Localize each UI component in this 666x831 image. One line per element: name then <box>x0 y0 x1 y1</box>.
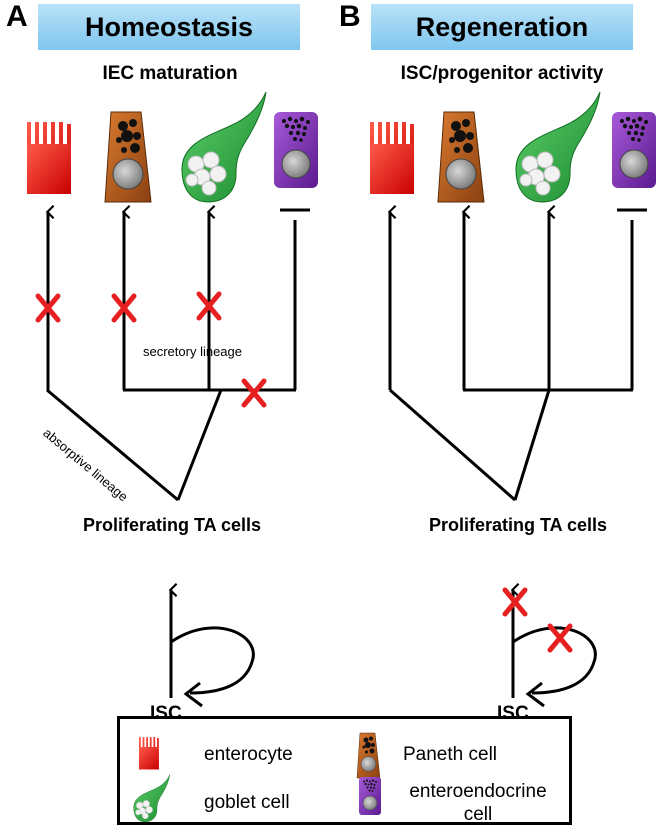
panel-b-ta-label: Proliferating TA cells <box>428 515 608 535</box>
goblet-cell-icon <box>181 91 267 203</box>
paneth-cell-icon <box>104 111 152 203</box>
self-renewal-arrowhead <box>183 681 203 708</box>
panel-b-lineage-tree <box>390 210 647 708</box>
panel-b-title: Regeneration <box>415 11 589 42</box>
block-x-secretory <box>244 381 264 405</box>
goblet-cell-icon <box>515 91 601 203</box>
block-x-isc-differentiation <box>505 590 525 614</box>
panel-b-letter: B <box>339 0 361 33</box>
legend-goblet-label: goblet cell <box>204 792 290 813</box>
panel-a-subtitle: IEC maturation <box>102 63 238 84</box>
paneth-cell-icon <box>437 111 485 203</box>
legend <box>117 716 572 825</box>
legend-enterocyte-label: enterocyte <box>204 744 293 765</box>
self-renewal-curve <box>170 626 255 695</box>
enteroendocrine-cell-icon <box>273 111 319 189</box>
block-x-self-renewal <box>550 626 570 650</box>
panel-a-ta-label: Proliferating TA cells <box>82 515 262 535</box>
panel-b-subtitle: ISC/progenitor activity <box>400 63 604 84</box>
absorptive-branch <box>46 388 179 502</box>
legend-enteroendocrine-label: enteroendocrine cell <box>409 781 547 825</box>
panel-a-lineage-tree <box>46 210 310 708</box>
panel-a-title: Homeostasis <box>84 11 254 42</box>
panel-a-banner: Homeostasis <box>38 4 300 50</box>
legend-paneth-label: Paneth cell <box>403 744 498 765</box>
panel-a-letter: A <box>6 0 28 33</box>
secretory-trunk <box>176 389 223 501</box>
enteroendocrine-cell-icon <box>611 111 657 189</box>
enterocyte-icon <box>370 122 414 194</box>
panel-b-banner: Regeneration <box>371 4 633 50</box>
enterocyte-icon <box>27 122 71 194</box>
secretory-lineage-label: secretory lineage <box>143 344 242 359</box>
